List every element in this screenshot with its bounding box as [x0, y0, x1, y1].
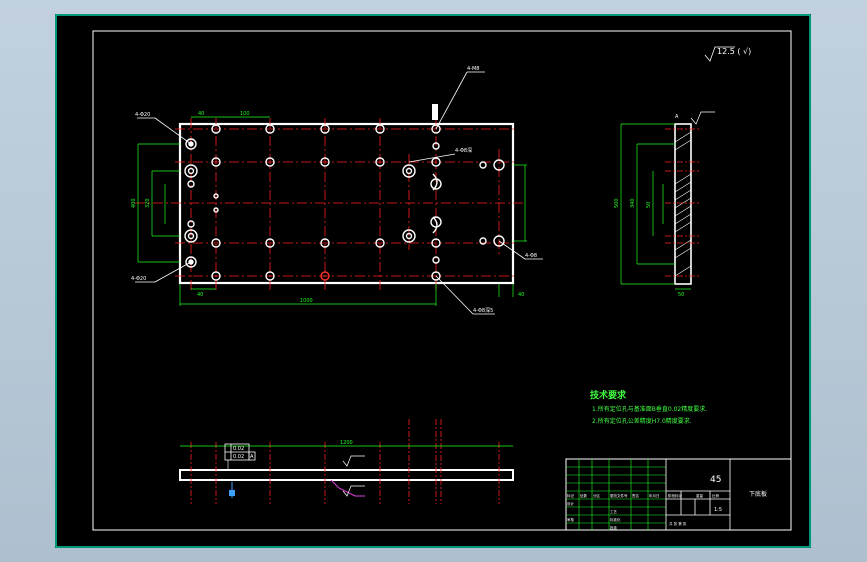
leader-label-left-top: 4-Φ20 — [135, 112, 150, 118]
svg-text:A: A — [250, 454, 254, 460]
material-label: 45 — [710, 475, 721, 485]
side-finish-symbol — [690, 111, 715, 125]
plan-view[interactable]: 4-M8 4-Φ20 4-Φ20 4-Φ8深5 4-Φ8 4-Φ8深 40 10… — [131, 66, 543, 315]
side-dim-height: 500 — [614, 198, 620, 208]
inner-frame — [92, 30, 792, 531]
plan-dimension-lines — [137, 116, 527, 306]
highlight-hole — [320, 271, 330, 281]
tolerance-frame: 0.02 0.02 A — [224, 443, 256, 461]
leader-label-left-bottom: 4-Φ20 — [131, 276, 146, 282]
svg-text:标记: 标记 — [567, 493, 575, 498]
front-datum-marker — [229, 482, 235, 498]
side-dim-width: 50 — [678, 292, 684, 298]
front-section-line — [330, 479, 365, 497]
side-dimension-lines — [620, 123, 691, 290]
front-finish-symbol-2 — [342, 485, 365, 497]
top-marker-block — [432, 104, 438, 120]
side-hatch — [674, 131, 692, 277]
dim-top-b: 100 — [240, 111, 250, 117]
leader-label-top: 4-M8 — [467, 66, 479, 72]
svg-text:年月日: 年月日 — [649, 493, 660, 498]
scale-label: 1:5 — [714, 507, 722, 513]
side-dim-inner: 340 — [630, 198, 636, 208]
svg-text:工艺: 工艺 — [610, 509, 618, 514]
plate-outline — [178, 122, 515, 285]
title-block-grid — [566, 459, 666, 530]
front-view[interactable]: 1200 0.02 0.02 A — [179, 419, 514, 504]
plan-leaders — [135, 71, 543, 315]
dim-left-mid: 320 — [145, 198, 151, 208]
title-block[interactable]: 45 下底板 1:5 标记 处数 分区 更改文件号 签名 年月日 设计 审核 工… — [565, 458, 792, 531]
dim-bottom-total: 1000 — [300, 298, 313, 304]
leader-label-slot: 4-Φ8深 — [455, 147, 472, 154]
note-2: 2.所有定位孔公差精度H7.0精度要求. — [592, 417, 692, 425]
svg-text:处数: 处数 — [580, 493, 588, 498]
plan-holes — [184, 124, 505, 281]
svg-text:0.02: 0.02 — [233, 446, 244, 452]
side-dim-thickness: 50 — [646, 202, 652, 208]
front-finish-symbol-1 — [342, 455, 365, 467]
svg-text:重量: 重量 — [696, 493, 704, 498]
surface-finish-symbol: 12.5 ( √) — [704, 46, 751, 62]
side-view[interactable]: 500 340 50 50 A — [614, 111, 715, 298]
side-outline — [674, 123, 692, 285]
svg-text:标准化: 标准化 — [610, 517, 621, 522]
svg-text:审核: 审核 — [567, 517, 575, 522]
dim-right-small: 40 — [518, 292, 524, 298]
outer-border — [55, 14, 811, 548]
svg-text:0.02: 0.02 — [233, 454, 244, 460]
svg-text:共 张 第 张: 共 张 第 张 — [669, 521, 687, 526]
dim-top-a: 40 — [198, 111, 204, 117]
title-block-labels: 标记 处数 分区 更改文件号 签名 年月日 设计 审核 工艺 标准化 批准 阶段… — [567, 493, 720, 530]
drawing-canvas[interactable]: 12.5 ( √) — [55, 14, 811, 548]
front-dim-total: 1200 — [340, 440, 353, 446]
front-outline — [179, 469, 514, 481]
dim-left-total: 400 — [131, 198, 137, 208]
notes-title: 技术要求 — [590, 389, 627, 401]
part-name-label: 下底板 — [749, 490, 767, 498]
svg-text:比例: 比例 — [712, 493, 720, 498]
svg-text:签名: 签名 — [632, 493, 639, 498]
svg-text:阶段标记: 阶段标记 — [668, 493, 682, 498]
side-datum-label: A — [675, 114, 679, 120]
leader-label-bottom-right: 4-Φ8深5 — [473, 307, 493, 314]
surface-finish-text: 12.5 ( √) — [717, 47, 751, 56]
note-1: 1.所有定位孔与基准面B垂直0.02精度要求. — [592, 405, 707, 413]
svg-text:批准: 批准 — [610, 525, 618, 530]
leader-label-right: 4-Φ8 — [525, 253, 537, 259]
title-block-main-lines — [665, 459, 731, 530]
front-centerlines — [190, 419, 500, 504]
dim-bottom-pitch: 40 — [197, 292, 203, 298]
svg-text:分区: 分区 — [593, 493, 601, 498]
drawing-sheet[interactable]: 12.5 ( √) — [55, 14, 811, 548]
technical-notes: 技术要求 1.所有定位孔与基准面B垂直0.02精度要求. 2.所有定位孔公差精度… — [590, 389, 707, 425]
svg-text:更改文件号: 更改文件号 — [610, 493, 628, 498]
title-block-frame — [565, 458, 792, 531]
svg-text:设计: 设计 — [567, 501, 575, 506]
side-centerlines — [665, 128, 701, 277]
